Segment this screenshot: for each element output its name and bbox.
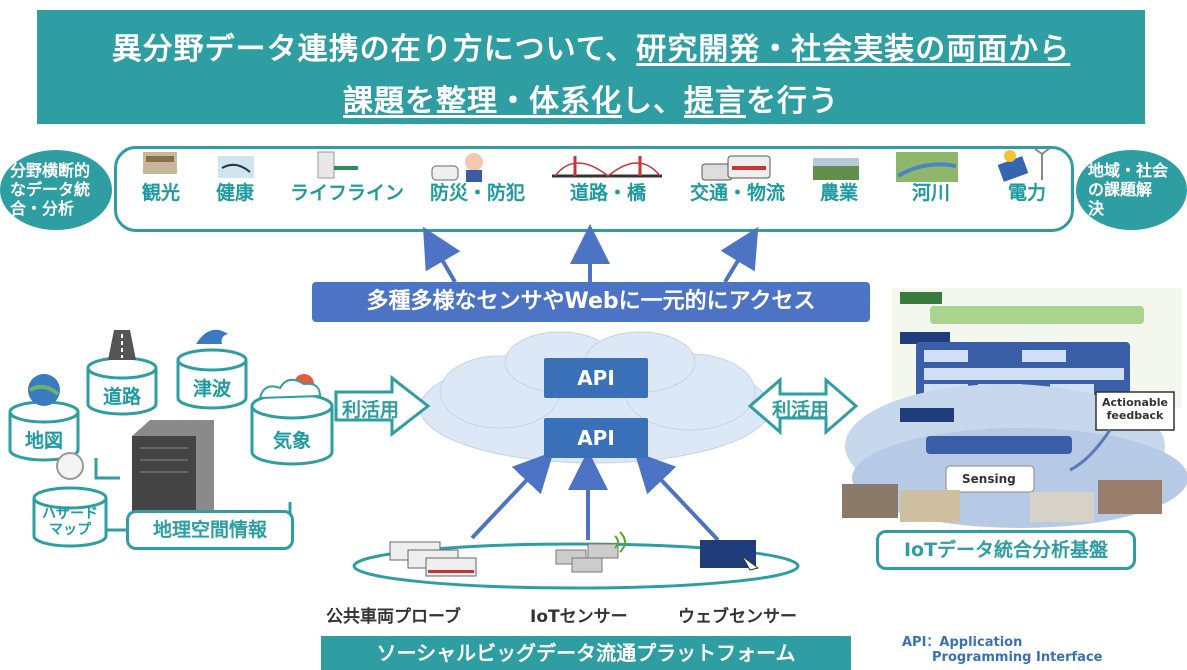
web-sensor-label: ウェブセンサー [678,607,797,627]
weather-label: 気象 [272,430,311,452]
left-usage-label: 利活用 [342,399,400,421]
api-box-2: API [544,418,648,458]
domain-health: 健康 [216,182,255,204]
agriculture-icon [813,158,859,180]
data-source-cluster [8,348,334,548]
api-note: API：Application Programming Interface [902,635,1102,665]
domain-river: 河川 [912,182,951,204]
right-usage-label: 利活用 [772,399,830,421]
road-label: 道路 [102,386,141,408]
hazard-cylinder [32,486,108,548]
tsunami-label: 津波 [192,378,231,400]
domain-transport: 交通・物流 [690,182,786,204]
cross-domain-oval: 分野横断的なデータ統合・分析 [0,150,112,230]
iot-platform-box: IoTデータ統合分析基盤 [876,530,1136,570]
left-usage-arrow [334,374,431,438]
electricity-icon [997,147,1051,182]
title-line-2: 課題を整理・体系化し、提言を行う [343,84,839,119]
arrow-web [634,451,720,542]
regional-issue-oval: 地域・社会の課題解決 [1076,150,1187,230]
sensing-label: Sensing [962,472,1016,486]
domain-road-bridge: 道路・橋 [570,182,647,204]
actionable-feedback-label: Actionable feedback [1102,396,1168,422]
access-banner: 多種多様なセンサやWebに一元的にアクセス [312,282,870,322]
road-cylinder [86,356,158,416]
hazard-map-label: ハザード マップ [42,506,98,538]
tsunami-cylinder [176,348,248,410]
iot-sensor-label: IoTセンサー [530,607,628,627]
arrow-up-left [422,226,461,284]
wave-icon [196,329,228,344]
health-icon [218,156,254,178]
api-note-line-1: API：Application [902,635,1023,650]
api-box-1: API [544,358,648,398]
lifeline-icon [317,151,358,179]
arrow-probe [470,451,554,540]
transport-icon [701,155,771,181]
domain-lifeline: ライフライン [290,182,405,204]
domain-tourism: 観光 [142,182,181,204]
platform-bar: ソーシャルビッグデータ流通プラットフォーム [321,636,851,670]
helmet-icon [56,452,84,480]
web-icon [700,540,760,571]
domain-electricity: 電力 [1008,182,1047,204]
cloud-icon [258,378,322,400]
probe-label: 公共車両プローブ [326,607,461,627]
globe-icon [28,374,60,406]
bus-icon [389,541,477,577]
sensor-oval [352,542,800,590]
arrow-up-right [720,226,759,284]
river-icon [896,152,958,182]
geo-info-box: 地理空間情報 [126,510,294,550]
map-label: 地図 [24,430,63,452]
bridge-icon [552,156,662,178]
disaster-prevention-icon [431,153,483,182]
weather-cylinder [250,392,334,466]
iot-platform-graphic [842,288,1187,528]
domain-disaster: 防災・防犯 [430,182,526,204]
iot-sensor-icon [555,531,626,573]
right-usage-arrow [747,376,859,436]
title-banner: 異分野データ連携の在り方について、研究開発・社会実装の両面から 課題を整理・体系… [37,10,1145,124]
api-note-line-2: Programming Interface [932,650,1103,665]
title-line-1: 異分野データ連携の在り方について、研究開発・社会実装の両面から [111,32,1071,67]
tourism-icon [143,152,177,174]
domain-agriculture: 農業 [820,182,859,204]
